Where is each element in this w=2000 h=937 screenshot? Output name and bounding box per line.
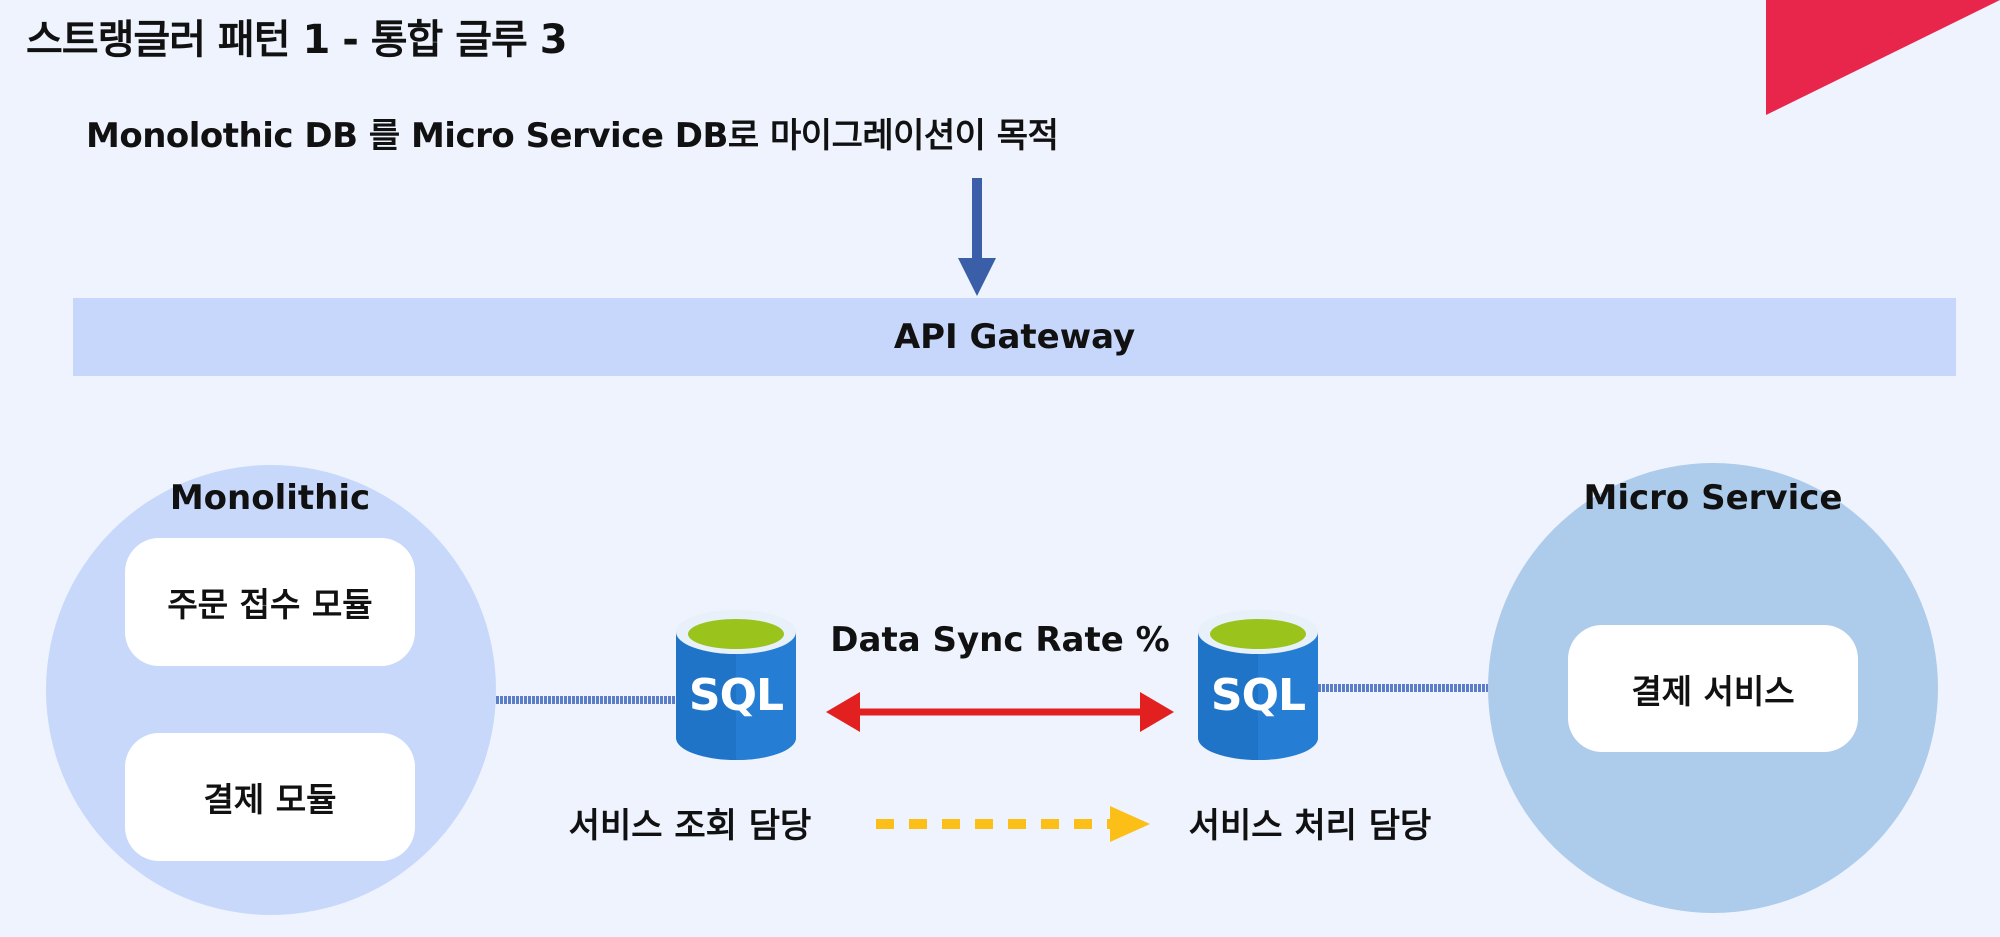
query-db-caption: 서비스 조회 담당 xyxy=(568,806,812,846)
payment-module-label: 결제 모듈 xyxy=(203,780,337,819)
payment-service-box: 결제 서비스 xyxy=(1568,625,1858,752)
sql-database-label: SQL xyxy=(1210,670,1306,721)
api-gateway-label: API Gateway xyxy=(893,317,1136,357)
page-title: 스트랭글러 패턴 1 - 통합 글루 3 xyxy=(26,17,568,63)
processing-db-caption: 서비스 처리 담당 xyxy=(1188,806,1432,846)
corner-accent-triangle xyxy=(1766,0,2000,115)
sql-database-icon xyxy=(1198,610,1318,760)
micro-service-label: Micro Service xyxy=(1583,478,1843,518)
sql-database-icon xyxy=(676,610,796,760)
goal-statement: Monolothic DB 를 Micro Service DB로 마이그레이션… xyxy=(86,116,1059,156)
monolithic-label: Monolithic xyxy=(169,478,371,518)
payment-module-box: 결제 모듈 xyxy=(125,733,415,861)
data-sync-rate-label: Data Sync Rate % xyxy=(830,620,1170,660)
sync-double-arrow-icon xyxy=(826,692,1174,732)
down-arrow-icon xyxy=(958,178,996,296)
order-module-box: 주문 접수 모듈 xyxy=(125,538,415,666)
sql-database-label: SQL xyxy=(688,670,784,721)
migration-dashed-arrow-icon xyxy=(876,806,1150,842)
payment-service-label: 결제 서비스 xyxy=(1631,671,1795,711)
api-gateway: API Gateway xyxy=(73,298,1956,376)
order-module-label: 주문 접수 모듈 xyxy=(167,585,373,624)
